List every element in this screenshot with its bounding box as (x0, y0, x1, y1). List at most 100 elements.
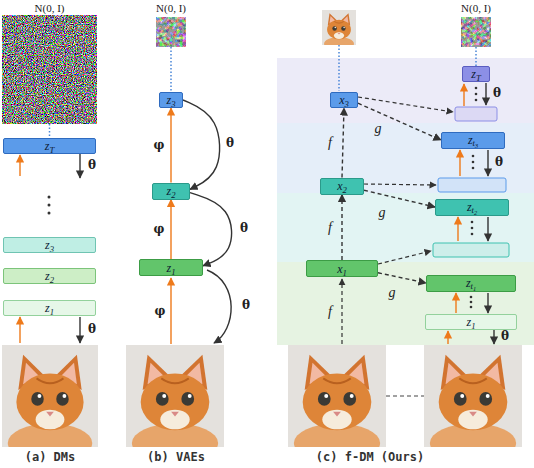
reverse-arrow (79, 154, 80, 178)
edge-label: θ (226, 137, 234, 150)
reverse-arrow (487, 293, 488, 313)
subscript: 3 (171, 99, 175, 109)
ellipsis-dot (48, 196, 51, 199)
latent-box: x2 (320, 178, 364, 195)
latent-box: zT (462, 66, 490, 82)
flow-arrow (378, 273, 426, 283)
flow-arrow (342, 108, 344, 178)
reverse-arrow (487, 217, 488, 241)
edge-label: θ (240, 222, 248, 235)
variable-name: z2 (45, 270, 54, 282)
ellipsis-dot (472, 161, 475, 164)
latent-box: x3 (330, 92, 358, 108)
ellipsis-dot (48, 204, 51, 207)
forward-arrow (455, 293, 456, 313)
stage-band (277, 58, 534, 123)
forward-arrow (19, 155, 20, 176)
forward-arrow (457, 217, 458, 241)
transform-arrow (341, 279, 342, 344)
subscript: 2 (343, 185, 347, 195)
edge-label: g (375, 121, 382, 136)
kitten-photo (322, 10, 356, 50)
variable-name: zt1 (466, 277, 476, 289)
variable-name: x2 (337, 180, 347, 192)
edge-label: f (328, 135, 332, 150)
flow-arrow (170, 108, 171, 183)
flow-arrow (358, 103, 441, 140)
latent-box: zt1 (426, 275, 516, 292)
dotted-line (338, 45, 340, 91)
latent-box: z2 (152, 183, 190, 200)
latent-box: z1 (3, 300, 96, 316)
latent-box: x1 (306, 260, 378, 277)
ellipsis-dot (475, 99, 478, 102)
figure-label: θ (88, 159, 96, 172)
dashed-link (386, 395, 424, 396)
figure-label: θ (242, 299, 250, 312)
ellipsis-dot (48, 212, 51, 215)
decoder-arrow (207, 270, 231, 343)
ellipsis-dot (475, 87, 478, 90)
latent-box: zt2 (435, 199, 509, 216)
transform-arrow (364, 184, 436, 185)
latent-box: z3 (3, 237, 96, 253)
flow-arrow (364, 190, 435, 207)
encoder-arrow (170, 278, 171, 344)
subscript: 2 (50, 274, 54, 284)
kitten-photo (126, 345, 224, 463)
subscript: T (476, 73, 481, 83)
figure-label: θ (495, 156, 503, 169)
flow-arrow (341, 195, 342, 261)
ellipsis-dot (470, 301, 473, 304)
ellipsis-dot (470, 306, 473, 309)
variable-name: z1 (167, 262, 176, 274)
flow-arrow (183, 100, 220, 189)
latent-box (438, 178, 506, 192)
edge-label: f (328, 220, 332, 235)
latent-box (433, 243, 509, 257)
latent-box (455, 107, 497, 121)
kitten-photo (424, 345, 522, 463)
kitten-photo (2, 345, 98, 463)
noise-image (156, 17, 186, 47)
flow-arrow (170, 200, 171, 260)
ellipsis-dot (470, 296, 473, 299)
variable-name: z1 (467, 316, 476, 328)
edge-label: φ (154, 223, 165, 236)
kitten-photo (288, 345, 386, 463)
subscript: 3 (50, 243, 54, 253)
noise-image (2, 15, 97, 124)
edge-label: g (379, 205, 386, 220)
variable-name: zt3 (468, 134, 478, 146)
figure-label: N(0, I) (461, 2, 491, 14)
latent-box: z1 (425, 314, 517, 330)
variable-name: x1 (337, 263, 347, 275)
reverse-arrow (493, 330, 494, 344)
noise-image (461, 17, 491, 47)
subscript: t3 (473, 138, 479, 148)
latent-box: z1 (139, 259, 203, 276)
ellipsis-dot (472, 167, 475, 170)
variable-name: x3 (339, 94, 349, 106)
latent-box: z2 (3, 268, 96, 284)
ellipsis-dot (471, 227, 474, 230)
variable-name: zt2 (467, 201, 477, 213)
reverse-arrow (487, 150, 488, 176)
figure-label: N(0, I) (156, 2, 186, 14)
flow-arrow (190, 193, 232, 266)
ellipsis-dot (471, 233, 474, 236)
subscript: 2 (474, 209, 477, 216)
dotted-line (170, 47, 172, 91)
reverse-arrow (79, 317, 80, 343)
variable-name: z3 (167, 94, 176, 106)
ellipsis-dot (472, 155, 475, 158)
subscript: 1 (471, 321, 475, 331)
figure-label: θ (493, 87, 501, 100)
dotted-line (475, 47, 477, 66)
subscript: T (49, 144, 54, 154)
forward-arrow (19, 317, 20, 343)
latent-box: zT (3, 138, 96, 154)
subscript: 3 (345, 99, 349, 109)
